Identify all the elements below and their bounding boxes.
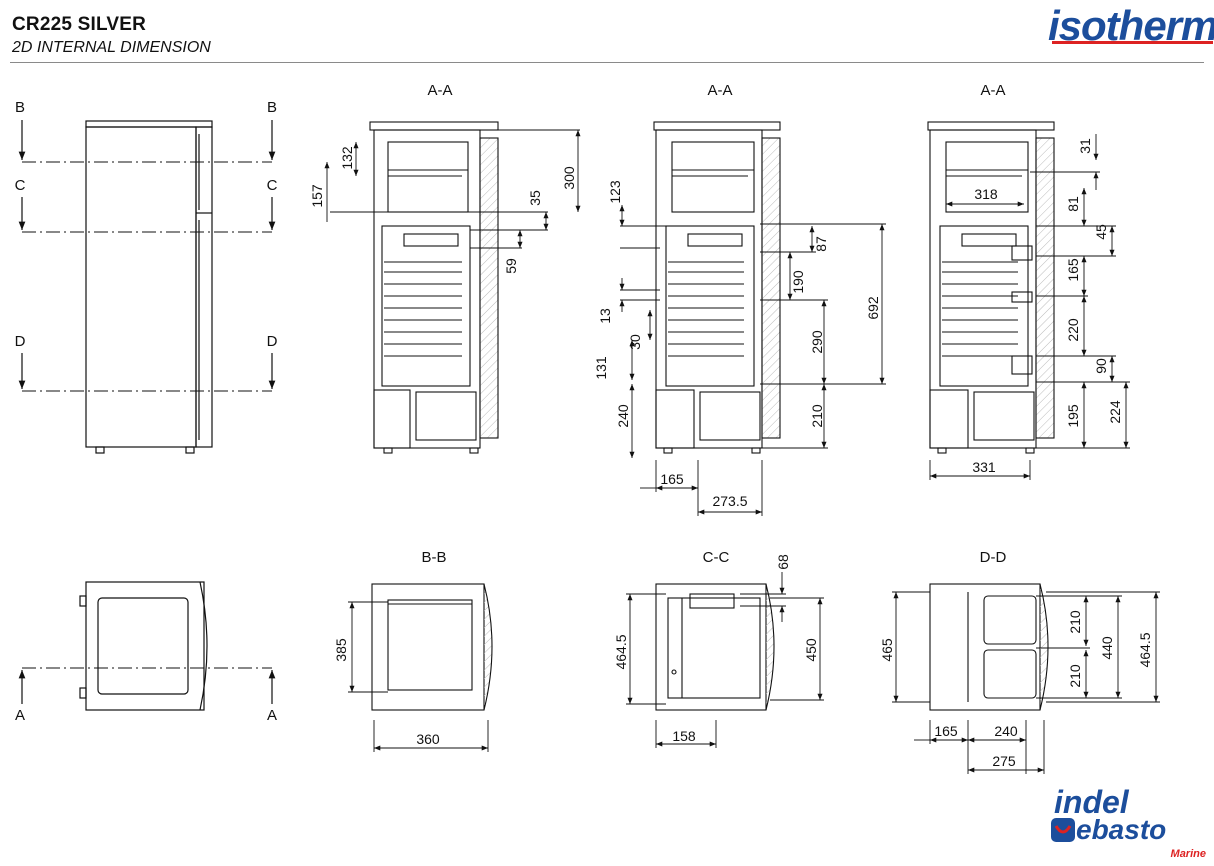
dim-59: 59 xyxy=(503,258,519,274)
dim-318: 318 xyxy=(974,186,998,202)
section-dd xyxy=(929,583,1049,711)
cut-label-b-left: B xyxy=(15,99,25,116)
marine-logo-text: Marine xyxy=(1170,848,1206,860)
dim-210-bottom: 210 xyxy=(1067,664,1083,688)
page-subtitle: 2D INTERNAL DIMENSION xyxy=(12,39,211,56)
dim-30: 30 xyxy=(627,334,643,350)
webasto-logo-text: ebasto xyxy=(1076,814,1167,845)
dims-aa-3 xyxy=(929,134,1130,480)
dim-290: 290 xyxy=(809,330,825,354)
dim-90: 90 xyxy=(1093,358,1109,374)
section-bb xyxy=(371,583,493,711)
isotherm-logo: isotherm xyxy=(1048,2,1214,50)
cut-arrows-side xyxy=(18,120,276,389)
dim-165-aa3: 165 xyxy=(1065,258,1081,282)
dim-81: 81 xyxy=(1065,196,1081,212)
section-label-aa-2: A-A xyxy=(707,82,732,99)
dim-45: 45 xyxy=(1093,224,1109,240)
dim-13: 13 xyxy=(597,308,613,324)
cut-label-d-right: D xyxy=(267,333,278,350)
dim-450: 450 xyxy=(803,638,819,662)
dim-440: 440 xyxy=(1099,636,1115,660)
dim-275: 275 xyxy=(992,753,1016,769)
section-aa-3 xyxy=(927,121,1055,454)
dim-220: 220 xyxy=(1065,318,1081,342)
section-cc xyxy=(655,583,775,711)
dim-273-5: 273.5 xyxy=(712,493,747,509)
dim-240: 240 xyxy=(615,404,631,428)
dims-bb xyxy=(348,601,489,752)
dim-131: 131 xyxy=(593,356,609,380)
webasto-w-icon xyxy=(1051,818,1075,842)
section-label-dd: D-D xyxy=(980,549,1007,566)
section-label-cc: C-C xyxy=(703,549,730,566)
dim-692: 692 xyxy=(865,296,881,320)
dim-87: 87 xyxy=(813,236,829,252)
indel-webasto-logo: indel ebasto Marine xyxy=(1050,784,1210,862)
dim-240-dd: 240 xyxy=(994,723,1018,739)
section-label-aa-3: A-A xyxy=(980,82,1005,99)
cut-label-a-left: A xyxy=(15,707,25,724)
cut-label-b-right: B xyxy=(267,99,277,116)
dim-190: 190 xyxy=(790,270,806,294)
top-view xyxy=(79,581,208,711)
dim-195: 195 xyxy=(1065,404,1081,428)
dim-132: 132 xyxy=(339,146,355,170)
cut-lines-side xyxy=(22,161,272,392)
dim-123: 123 xyxy=(607,180,623,204)
dim-210: 210 xyxy=(809,404,825,428)
dim-385: 385 xyxy=(333,638,349,662)
dim-157: 157 xyxy=(309,184,325,208)
cut-label-d-left: D xyxy=(15,333,26,350)
dims-dd xyxy=(892,591,1160,774)
dim-210-top: 210 xyxy=(1067,610,1083,634)
indel-logo-text: indel xyxy=(1054,784,1129,820)
cut-label-c-left: C xyxy=(15,177,26,194)
dims-aa-2 xyxy=(619,205,886,516)
section-label-bb: B-B xyxy=(421,549,446,566)
dim-224: 224 xyxy=(1107,400,1123,424)
page-title: CR225 SILVER xyxy=(12,14,147,35)
dim-464-5-dd: 464.5 xyxy=(1137,632,1153,667)
header-divider xyxy=(10,62,1204,63)
side-view xyxy=(85,120,213,454)
dim-464-5-cc: 464.5 xyxy=(613,634,629,669)
dim-165-dd: 165 xyxy=(934,723,958,739)
dim-165-aa2: 165 xyxy=(660,471,684,487)
dims-cc xyxy=(626,572,824,748)
dim-331: 331 xyxy=(972,459,996,475)
dim-35: 35 xyxy=(527,190,543,206)
dim-300: 300 xyxy=(561,166,577,190)
dim-68: 68 xyxy=(775,554,791,570)
section-label-aa-1: A-A xyxy=(427,82,452,99)
cut-label-a-right: A xyxy=(267,707,277,724)
cut-label-c-right: C xyxy=(267,177,278,194)
section-aa-2 xyxy=(653,121,781,454)
section-aa-1 xyxy=(369,121,499,454)
dim-31: 31 xyxy=(1077,138,1093,154)
dim-360: 360 xyxy=(416,731,440,747)
dim-465: 465 xyxy=(879,638,895,662)
dims-aa-1 xyxy=(324,129,581,249)
dim-158: 158 xyxy=(672,728,696,744)
